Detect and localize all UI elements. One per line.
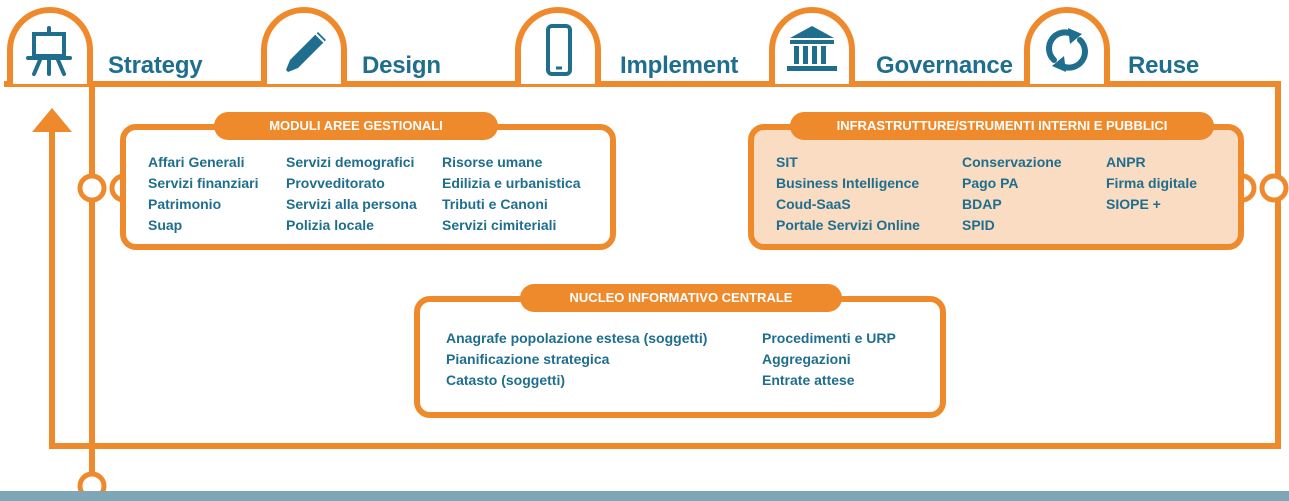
moduli-column-3: Risorse umane Edilizia e urbanistica Tri… (442, 152, 581, 236)
infrastrutture-item: SIOPE + (1106, 196, 1161, 212)
nucleo-box (414, 296, 946, 418)
moduli-item: Servizi demografici (286, 154, 415, 170)
moduli-item: Affari Generali (148, 154, 245, 170)
nucleo-item: Aggregazioni (762, 351, 851, 367)
infrastrutture-item: Pago PA (962, 175, 1019, 191)
infrastrutture-item: BDAP (962, 196, 1002, 212)
moduli-box-title: MODULI AREE GESTIONALI (214, 112, 498, 140)
stage-label-reuse: Reuse (1128, 52, 1200, 79)
moduli-item: Tributi e Canoni (442, 196, 548, 212)
nucleo-item: Entrate attese (762, 372, 855, 388)
moduli-item: Servizi cimiteriali (442, 217, 557, 233)
sync-arrows-icon (1046, 28, 1088, 72)
stage-label-governance: Governance (876, 52, 1013, 79)
moduli-column-1: Affari Generali Servizi finanziari Patri… (148, 152, 258, 236)
nucleo-column-2: Procedimenti e URP Aggregazioni Entrate … (762, 328, 896, 391)
nucleo-item: Procedimenti e URP (762, 330, 896, 346)
moduli-item: Provveditorato (286, 175, 385, 191)
moduli-item: Suap (148, 217, 183, 233)
smartphone-icon (546, 24, 572, 76)
moduli-item: Polizia locale (286, 217, 374, 233)
nucleo-item: Anagrafe popolazione estesa (soggetti) (446, 330, 708, 346)
infrastrutture-item: Business Intelligence (776, 175, 920, 191)
infrastrutture-item: SPID (962, 217, 995, 233)
moduli-item: Edilizia e urbanistica (442, 175, 581, 191)
infrastrutture-item: Firma digitale (1106, 175, 1198, 191)
connector-circle-right-outer (1259, 173, 1289, 203)
moduli-item: Servizi alla persona (286, 196, 417, 212)
nucleo-item: Pianificazione strategica (446, 351, 610, 367)
footer-bar (0, 491, 1289, 501)
easel-icon (26, 26, 72, 76)
pencil-icon (286, 32, 326, 72)
moduli-column-2: Servizi demografici Provveditorato Servi… (286, 152, 417, 236)
stage-label-implement: Implement (620, 52, 739, 79)
infrastrutture-item: Coud-SaaS (776, 196, 851, 212)
nucleo-box-title: NUCLEO INFORMATIVO CENTRALE (520, 284, 842, 312)
infrastrutture-column-2: Conservazione Pago PA BDAP SPID (962, 152, 1062, 236)
infrastrutture-column-1: SIT Business Intelligence Coud-SaaS Port… (776, 152, 920, 236)
infrastrutture-box-title: INFRASTRUTTURE/STRUMENTI INTERNI E PUBBL… (790, 112, 1214, 140)
infrastrutture-item: ANPR (1106, 154, 1146, 170)
moduli-item: Patrimonio (148, 196, 222, 212)
stage-label-strategy: Strategy (108, 52, 203, 79)
stage-tab-reuse[interactable] (1024, 7, 1110, 84)
nucleo-item: Catasto (soggetti) (446, 372, 565, 388)
infrastrutture-item: Conservazione (962, 154, 1062, 170)
infrastrutture-column-3: ANPR Firma digitale SIOPE + (1106, 152, 1197, 215)
infrastrutture-item: Portale Servizi Online (776, 217, 920, 233)
moduli-item: Risorse umane (442, 154, 543, 170)
stage-tab-strategy[interactable] (7, 7, 93, 84)
nucleo-column-1: Anagrafe popolazione estesa (soggetti) P… (446, 328, 707, 391)
infrastrutture-item: SIT (776, 154, 798, 170)
stage-label-design: Design (362, 52, 441, 79)
flow-arrowhead (32, 108, 72, 132)
connector-circle-left-outer (77, 173, 107, 203)
stage-tab-implement[interactable] (515, 7, 601, 84)
moduli-item: Servizi finanziari (148, 175, 259, 191)
institution-building-icon (787, 26, 837, 71)
